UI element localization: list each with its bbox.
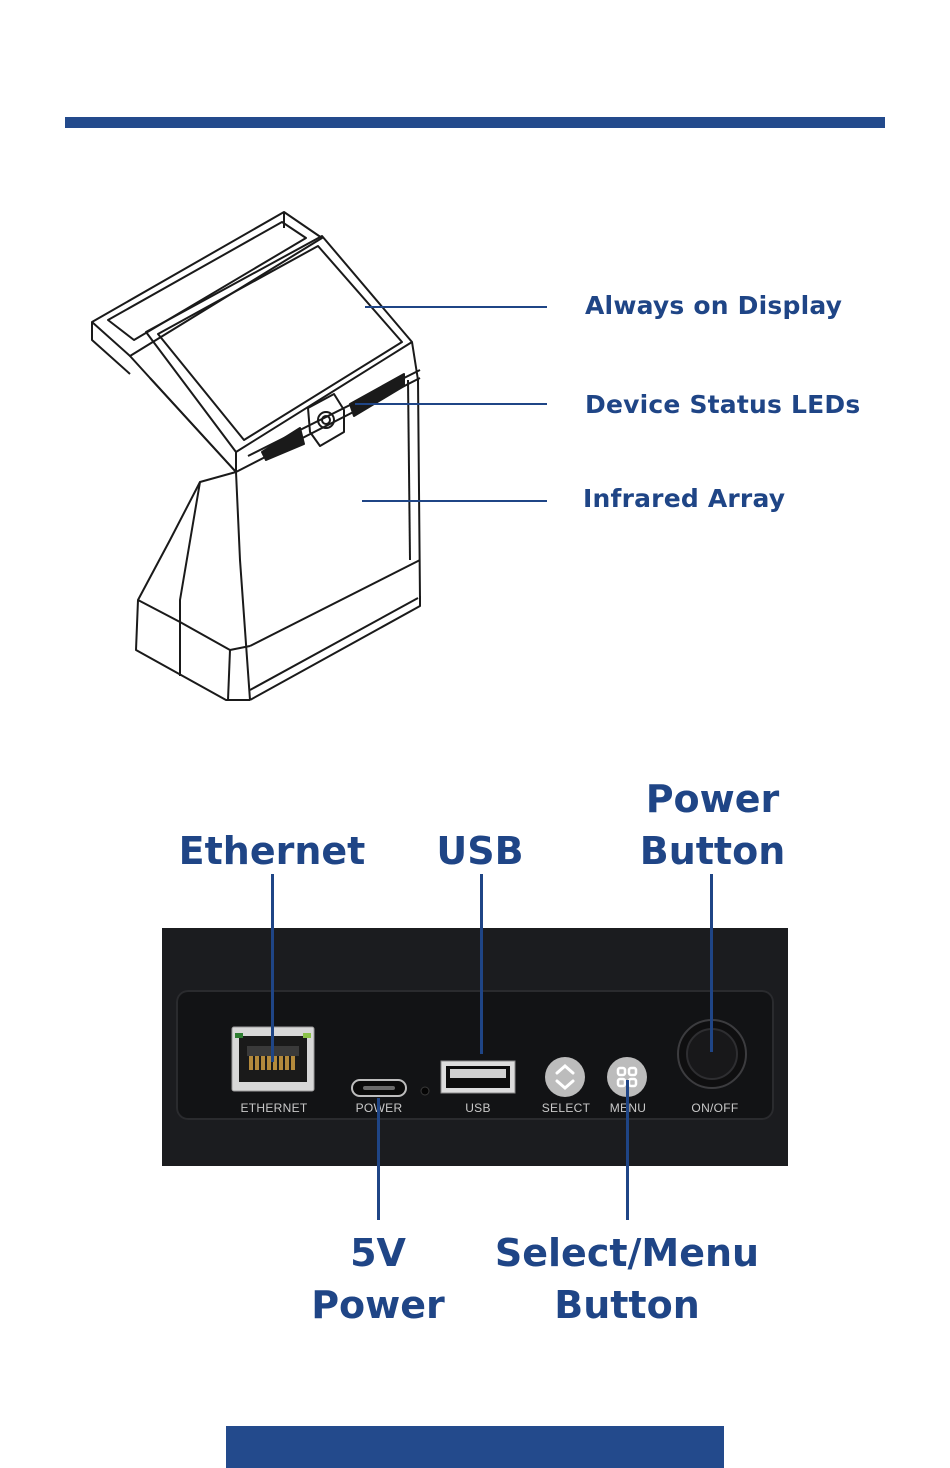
callout-usb-text: USB (436, 829, 523, 873)
usb-c-port-icon[interactable] (351, 1078, 407, 1098)
callout-usb: USB (430, 826, 530, 878)
callout-infrared: Infrared Array (583, 486, 785, 511)
callout-ethernet-text: Ethernet (179, 829, 366, 873)
footer-bar (226, 1426, 724, 1468)
usb-a-port-icon[interactable] (440, 1060, 516, 1094)
callout-display: Always on Display (585, 293, 842, 318)
callout-ethernet: Ethernet (178, 826, 366, 878)
device-drawing (80, 205, 440, 720)
header-bar (65, 117, 885, 128)
leader-display (365, 306, 547, 308)
callout-select-menu-line2: Button (480, 1280, 774, 1332)
callout-power-button-line2: Button (630, 826, 795, 878)
leader-select-menu (626, 1080, 629, 1220)
callout-power-button-line1: Power (630, 774, 795, 826)
callout-select-menu-line1: Select/Menu (480, 1228, 774, 1280)
callout-5v-line1: 5V (300, 1228, 456, 1280)
leader-5v-power (377, 1098, 380, 1220)
leader-infrared (362, 500, 547, 502)
leader-power-button (710, 874, 713, 1052)
rear-panel: ETHERNET POWER USB SELECT MENU ON/OFF (162, 928, 788, 1166)
select-button-icon[interactable] (544, 1056, 586, 1098)
callout-5v-power: 5V Power (300, 1228, 456, 1331)
callout-5v-line2: Power (300, 1280, 456, 1332)
callout-power-button: Power Button (630, 774, 795, 877)
leader-leds (355, 403, 547, 405)
label-usb: USB (465, 1101, 491, 1115)
leader-ethernet (271, 874, 274, 1062)
callout-select-menu: Select/Menu Button (480, 1228, 774, 1331)
callout-leds: Device Status LEDs (585, 392, 860, 417)
label-select: SELECT (542, 1101, 590, 1115)
leader-usb (480, 874, 483, 1054)
label-ethernet: ETHERNET (240, 1101, 307, 1115)
label-onoff: ON/OFF (691, 1101, 738, 1115)
status-led-icon (420, 1086, 430, 1096)
